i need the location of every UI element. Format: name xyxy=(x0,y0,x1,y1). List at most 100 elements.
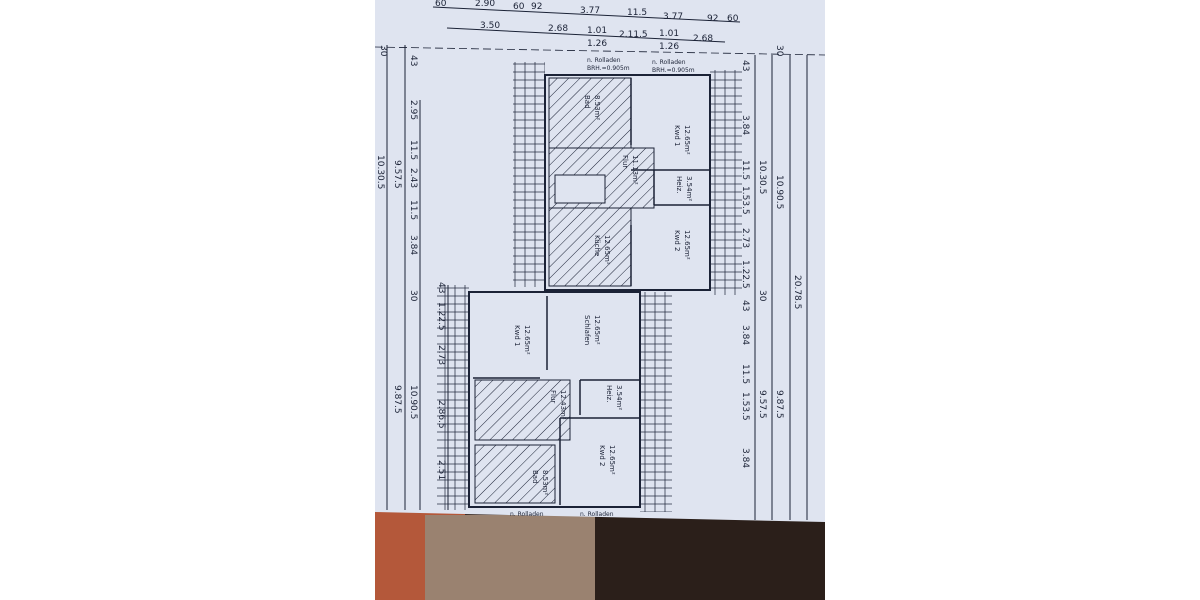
dimension-label: 2.73 xyxy=(740,228,750,248)
dim-label: 60 xyxy=(435,0,447,9)
shutter-note: n. Rolladen xyxy=(652,59,686,66)
dim-label: 60 xyxy=(513,2,525,12)
dimension-label: 9.57.5 xyxy=(757,390,767,419)
dimension-label: 9.57.5 xyxy=(392,160,402,189)
dim-label: 2.11.5 xyxy=(619,30,648,40)
dim-label: 3.77 xyxy=(663,12,683,22)
dimension-label: 3.84 xyxy=(740,325,750,345)
dim-label: 92 xyxy=(707,14,718,24)
floor-plan-drawing: 60 2.90 60 92 3.77 11.5 3.77 92 60 3.50 … xyxy=(375,0,825,600)
dimension-label: 3.84 xyxy=(740,448,750,468)
room-name: Bad xyxy=(583,95,591,109)
dimension-label: 11.5 xyxy=(740,160,750,180)
room-name: Heiz. xyxy=(605,385,613,402)
dimension-label: 43 xyxy=(740,60,750,71)
dim-label: 3.77 xyxy=(580,6,600,16)
dimension-label: 1.53.5 xyxy=(740,392,750,421)
dimension-label: 30 xyxy=(378,45,388,57)
dimension-label: 1.53.5 xyxy=(740,186,750,215)
dim-label: 1.01 xyxy=(659,29,679,39)
room-name: Kwd 2 xyxy=(598,445,606,466)
room-area: 12.43m² xyxy=(559,390,567,420)
sill-height-note: BRH.=0.905m xyxy=(652,67,695,74)
room-area: 8.53m² xyxy=(541,470,549,495)
dimension-label: 30 xyxy=(774,45,784,57)
sill-height-note: BRH.=0.905m xyxy=(587,65,630,72)
room-name: Kwd 1 xyxy=(513,325,521,346)
shutter-note: n. Rolladen xyxy=(587,57,621,64)
roof-left-lower xyxy=(437,285,469,510)
room-area: 8.53m² xyxy=(593,95,601,120)
room-area: 11.13m² xyxy=(631,155,639,185)
room-name: Kwd 2 xyxy=(673,230,681,251)
dimension-label: 10.30.5 xyxy=(375,155,385,189)
room-name: Flur xyxy=(549,390,557,403)
dimension-label: 2.86.5 xyxy=(436,400,446,429)
dimension-label: 9.87.5 xyxy=(392,385,402,414)
dim-label: 2.68 xyxy=(693,34,713,44)
left-dimension-lines xyxy=(386,45,449,510)
dimension-label: 2.51 xyxy=(436,460,446,480)
room-name: Küche xyxy=(593,235,601,256)
room-area: 12.65m² xyxy=(683,230,691,260)
dim-label: 92 xyxy=(531,2,542,12)
dim-label: 1.01 xyxy=(587,26,607,36)
floor-plan-photo: 60 2.90 60 92 3.77 11.5 3.77 92 60 3.50 … xyxy=(375,0,825,600)
roof-right-upper xyxy=(710,70,742,295)
dimension-label: 20.78.5 xyxy=(792,275,802,309)
shutter-note: n. Rolladen xyxy=(580,511,614,518)
rug xyxy=(425,515,595,600)
dimension-label: 2.73 xyxy=(436,345,446,365)
dimension-label: 3.84 xyxy=(740,115,750,135)
dim-label: 11.5 xyxy=(627,8,647,18)
dimension-label: 3.84 xyxy=(408,235,418,255)
left-dimension-labels: 30 43 2.95 11.5 2.43 11.5 3.84 30 43 1.2… xyxy=(375,45,446,480)
lower-unit xyxy=(468,291,641,508)
dimension-label: 2.95 xyxy=(408,100,418,120)
dim-label: 60 xyxy=(727,14,739,24)
dimension-label: 1.22.5 xyxy=(740,260,750,289)
roof-edge-line xyxy=(375,46,825,56)
dimension-label: 43 xyxy=(740,300,750,311)
room-name: Schlafen xyxy=(583,315,591,345)
dimension-label: 30 xyxy=(757,290,767,302)
dimension-label: 10.30.5 xyxy=(757,160,767,194)
room-area: 3.54m² xyxy=(685,176,693,201)
dim-label: 1.26 xyxy=(587,39,607,49)
upper-unit xyxy=(544,74,711,291)
room-area: 12.65m² xyxy=(608,445,616,475)
dim-label: 3.50 xyxy=(480,21,500,31)
room-area: 3.54m² xyxy=(615,385,623,410)
dimension-label: 11.5 xyxy=(408,140,418,160)
room-area: 12.65m² xyxy=(603,235,611,265)
dimension-label: 10.90.5 xyxy=(774,175,784,209)
dimension-label: 1.22.5 xyxy=(436,302,446,331)
room-area: 12.65m² xyxy=(683,125,691,155)
right-dimension-lines xyxy=(754,55,808,520)
dim-label: 1.26 xyxy=(659,42,679,52)
room-area: 12.65m² xyxy=(593,315,601,345)
room-name: Bad xyxy=(531,470,539,484)
top-dimensions xyxy=(432,6,741,43)
dimension-label: 11.5 xyxy=(408,200,418,220)
top-dimension-labels: 60 2.90 60 92 3.77 11.5 3.77 92 60 3.50 … xyxy=(435,0,739,52)
dimension-label: 10.90.5 xyxy=(408,385,418,419)
dimension-label: 30 xyxy=(408,290,418,302)
dimension-label: 11.5 xyxy=(740,364,750,384)
dim-label: 2.90 xyxy=(475,0,495,9)
room-name: Heiz. xyxy=(675,176,683,193)
room-area: 12.65m² xyxy=(523,325,531,355)
room-name: Flur xyxy=(621,155,629,168)
roof-right-lower xyxy=(640,292,672,512)
right-dimension-labels: 30 43 3.84 11.5 1.53.5 2.73 1.22.5 43 30… xyxy=(740,45,802,468)
roof-left-upper xyxy=(513,62,545,287)
dim-label: 2.68 xyxy=(548,24,568,34)
dimension-label: 2.43 xyxy=(408,168,418,188)
dimension-label: 43 xyxy=(408,55,418,66)
shutter-note: n. Rolladen xyxy=(510,511,544,518)
room-name: Kwd 1 xyxy=(673,125,681,146)
dark-floor xyxy=(595,510,825,600)
dimension-label: 9.87.5 xyxy=(774,390,784,419)
